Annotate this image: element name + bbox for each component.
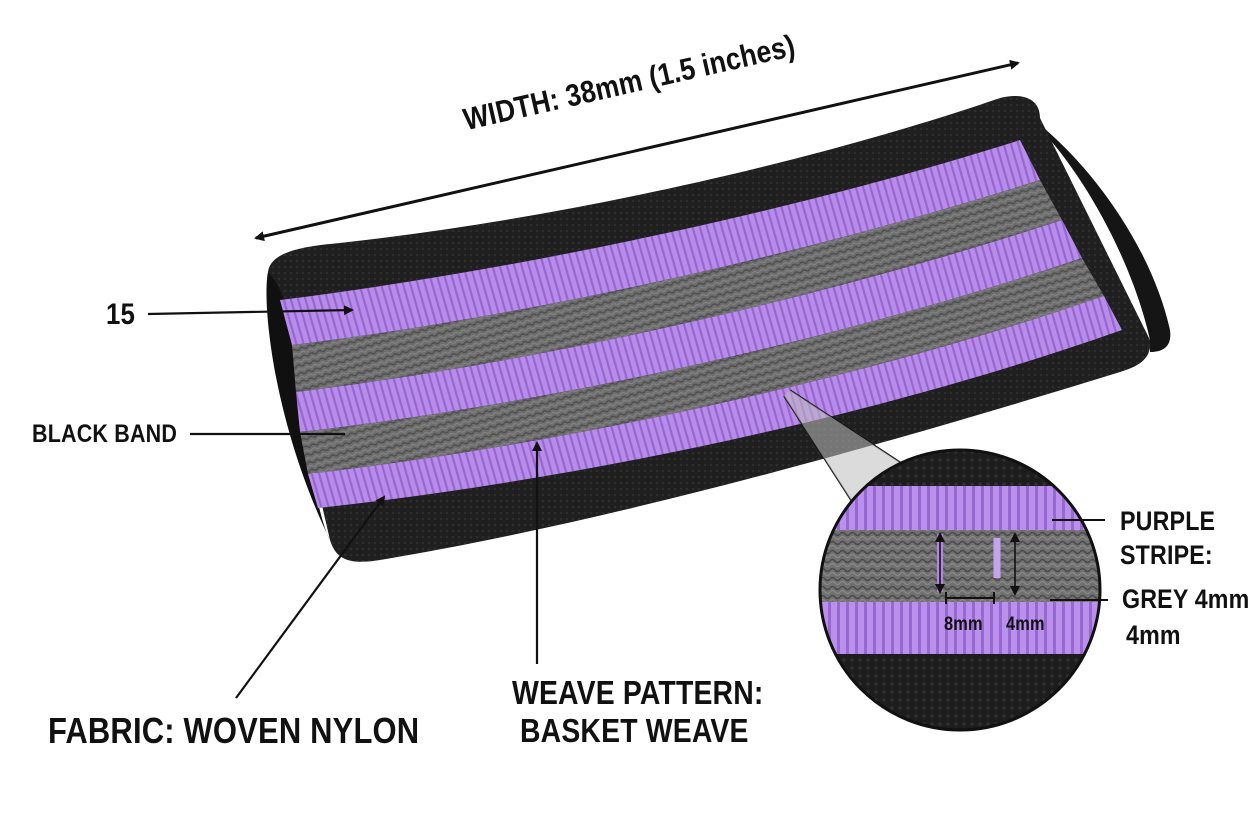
width-dimension-arrow xyxy=(254,59,1020,242)
fabric-leader xyxy=(235,495,386,699)
zoom-detail xyxy=(820,450,1100,730)
count-leader xyxy=(147,305,354,316)
zoom-circle-outline xyxy=(818,448,1102,732)
purple-stripe-label-line2: STRIPE: xyxy=(1120,540,1213,570)
purple-stripe-middle xyxy=(296,220,1082,432)
weave-pattern-label-line2: BASKET WEAVE xyxy=(520,712,749,749)
grey-stripe-bottom xyxy=(300,258,1104,474)
dimension-4mm-label: 4mm xyxy=(1006,614,1045,635)
black-band-label: BLACK BAND xyxy=(32,420,178,448)
weave-pattern-label-line1: WEAVE PATTERN: xyxy=(512,674,764,711)
purple-stripe-label-line1: PURPLE xyxy=(1120,506,1216,536)
dimension-8mm-label: 8mm xyxy=(944,614,983,635)
band-back-fold xyxy=(1020,110,1171,352)
grey-label-line1: GREY 4mm xyxy=(1122,584,1248,614)
count-label: 15 xyxy=(106,298,136,331)
fabric-label: FABRIC: WOVEN NYLON xyxy=(48,710,420,751)
grey-label-line2: 4mm xyxy=(1126,620,1181,650)
purple-stripe-bottom xyxy=(308,296,1122,508)
